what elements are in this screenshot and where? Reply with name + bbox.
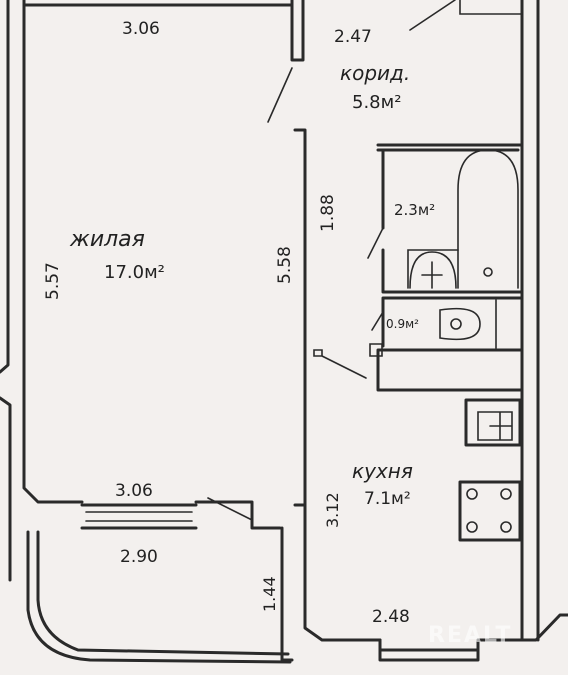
bottom-right-wall — [476, 613, 568, 642]
corridor-partition-top — [290, 0, 305, 62]
toilet-walls — [376, 296, 524, 392]
kitchen-left-wall — [303, 503, 382, 642]
corridor-door-swing — [409, 0, 456, 31]
left-outer-wall — [0, 0, 10, 374]
stove-burner — [466, 488, 478, 500]
living-room-area: 17.0м² — [104, 262, 165, 283]
dim-kitchen-bottom: 2.48 — [372, 607, 410, 627]
dim-living-top: 3.06 — [122, 19, 160, 39]
living-room-name: жилая — [69, 227, 145, 252]
corridor-name: корид. — [340, 61, 410, 85]
toilet-door — [369, 311, 384, 357]
dim-living-bottom: 3.06 — [115, 481, 153, 501]
dim-balcony-width: 2.90 — [120, 547, 158, 567]
stove-burner — [466, 521, 478, 533]
balcony-partition — [280, 526, 294, 662]
tub-drain — [483, 267, 493, 277]
balcony-outline — [36, 530, 290, 656]
toilet-seat — [450, 318, 462, 330]
living-room-wall — [22, 0, 84, 504]
dim-corridor-top: 2.47 — [334, 27, 372, 47]
balcony-door — [207, 497, 253, 521]
bathroom-walls — [376, 143, 524, 294]
toilet-bowl — [439, 307, 481, 341]
dim-living-right: 5.58 — [275, 246, 295, 284]
balcony-window-inner — [85, 511, 193, 522]
balcony-window — [80, 503, 198, 530]
stove-burner — [500, 521, 512, 533]
living-door — [267, 67, 293, 123]
dim-corridor-side: 1.88 — [318, 194, 338, 232]
kitchen-name: кухня — [352, 459, 413, 483]
kitchen-stove — [458, 480, 522, 542]
balcony-inner — [26, 530, 292, 664]
dim-living-left: 5.57 — [43, 262, 63, 300]
sink-basin — [477, 411, 513, 441]
bathroom-door — [367, 227, 384, 259]
kitchen-area: 7.1м² — [364, 489, 411, 509]
watermark: REALT — [428, 623, 512, 648]
kitchen-door — [313, 349, 367, 379]
shower-tray — [407, 249, 459, 289]
stove-burner — [500, 488, 512, 500]
toilet-area: 0.9м² — [386, 317, 419, 331]
corridor-area: 5.8м² — [352, 92, 401, 113]
living-partition — [293, 128, 307, 507]
dim-balcony-depth: 1.44 — [260, 576, 279, 612]
bathroom-area: 2.3м² — [394, 201, 435, 219]
kitchen-window — [378, 638, 480, 662]
kitchen-sink — [464, 398, 522, 447]
dim-kitchen-side: 3.12 — [323, 492, 342, 528]
bathtub — [457, 149, 519, 289]
top-right-hatch — [459, 0, 523, 15]
shower-drain — [421, 261, 443, 289]
left-outer-wall-lower — [0, 396, 12, 582]
living-bottom-wall — [194, 500, 282, 530]
